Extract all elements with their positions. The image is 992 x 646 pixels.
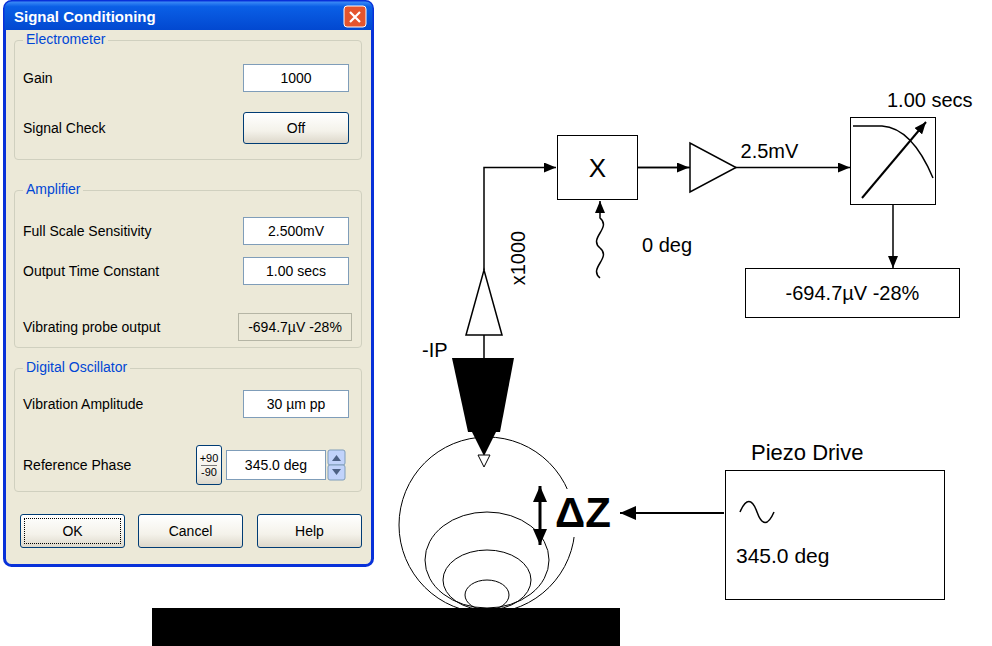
signal-label: -IP bbox=[420, 338, 450, 362]
time-constant: 1.00 secs bbox=[887, 88, 973, 112]
probe-body bbox=[452, 358, 514, 432]
push-button: Help bbox=[257, 514, 362, 548]
sine-symbol bbox=[740, 502, 774, 523]
window-title: Signal Conditioning bbox=[14, 8, 156, 25]
group-box: ElectrometerGainSignal Check1000Off bbox=[14, 40, 362, 160]
field-line bbox=[465, 580, 509, 610]
title-bar bbox=[5, 2, 373, 31]
output-box: -694.7µV -28% bbox=[745, 268, 960, 318]
value-field: 2.500mV bbox=[243, 217, 349, 245]
value-field: 345.0 deg bbox=[226, 450, 326, 480]
readonly-field: -694.7µV -28% bbox=[238, 313, 352, 341]
field-label: Reference Phase bbox=[23, 457, 131, 474]
node-text: 30 µm pp bbox=[267, 396, 326, 413]
field-label: Vibrating probe output bbox=[23, 319, 161, 336]
field-label: Gain bbox=[23, 70, 53, 87]
value-field: 1000 bbox=[243, 64, 349, 92]
group-heading: Amplifier bbox=[23, 181, 83, 198]
multiplier-symbol: X bbox=[589, 153, 606, 183]
field-label: Output Time Constant bbox=[23, 263, 159, 280]
amplifier-symbol bbox=[466, 270, 502, 335]
close-button bbox=[344, 6, 366, 27]
wire bbox=[638, 167, 689, 169]
group-heading: Electrometer bbox=[23, 31, 108, 48]
close-cross bbox=[350, 12, 360, 22]
signal-connector bbox=[892, 205, 894, 268]
vibration-arrow bbox=[539, 486, 542, 545]
displacement-label: ΔZ bbox=[553, 489, 613, 537]
phase-value: 345.0 deg bbox=[736, 543, 829, 568]
dialog-frame bbox=[5, 2, 373, 566]
spin-down bbox=[328, 465, 345, 480]
spin-up bbox=[328, 450, 345, 465]
piezo-drive-box: Piezo Drive345.0 deg bbox=[725, 470, 945, 600]
value-field: 30 µm pp bbox=[243, 390, 349, 418]
probe-neck bbox=[472, 432, 496, 456]
filter-adjust-arrow bbox=[862, 122, 926, 198]
node-text: OK bbox=[62, 523, 82, 540]
node-text: Off bbox=[287, 120, 305, 137]
value-field: 1.00 secs bbox=[243, 257, 349, 285]
sample-surface bbox=[152, 608, 620, 646]
field-line bbox=[425, 512, 549, 608]
spin-down-glyph bbox=[332, 469, 341, 475]
dialog-window: Signal ConditioningElectrometerGainSigna… bbox=[5, 2, 372, 565]
gain-label: x1000 bbox=[506, 229, 530, 288]
signal-level-label: 2.5mV bbox=[739, 139, 801, 163]
probe-tip bbox=[478, 455, 490, 467]
signal-connector bbox=[638, 167, 850, 169]
signal-label: 0 deg bbox=[640, 233, 694, 257]
spin-up-glyph bbox=[332, 455, 341, 461]
node-text: Cancel bbox=[169, 523, 213, 540]
group-box: Digital OscillatorVibration AmplitudeRef… bbox=[14, 368, 362, 492]
push-button: OK bbox=[20, 514, 125, 548]
wire bbox=[483, 335, 485, 358]
push-button: Off bbox=[243, 112, 349, 144]
node-text: 345.0 deg bbox=[245, 457, 307, 474]
step-label: +90 bbox=[200, 452, 219, 465]
node-text: -694.7µV -28% bbox=[248, 319, 342, 336]
node-text: 1000 bbox=[280, 70, 311, 87]
reference-signal bbox=[597, 201, 604, 278]
field-label: Full Scale Sensitivity bbox=[23, 223, 151, 240]
filter-box: 1.00 secs bbox=[850, 117, 936, 205]
output-value: -694.7µV -28% bbox=[786, 281, 920, 305]
node-text: Help bbox=[295, 523, 324, 540]
node-text: 2.500mV bbox=[268, 223, 324, 240]
field-line bbox=[443, 550, 531, 610]
drive-arrow bbox=[620, 512, 724, 514]
node-text: 1.00 secs bbox=[266, 263, 326, 280]
amplifier-symbol bbox=[690, 143, 736, 192]
step-label: -90 bbox=[201, 465, 217, 479]
box-heading: Piezo Drive bbox=[751, 440, 863, 466]
field-label: Signal Check bbox=[23, 120, 106, 137]
phase-step-button: +90-90 bbox=[196, 445, 222, 485]
multiplier-box: X bbox=[557, 135, 638, 200]
group-heading: Digital Oscillator bbox=[23, 359, 130, 376]
group-box: AmplifierFull Scale SensitivityOutput Ti… bbox=[14, 190, 362, 348]
filter-curve bbox=[853, 126, 933, 178]
field-label: Vibration Amplitude bbox=[23, 396, 143, 413]
push-button: Cancel bbox=[138, 514, 243, 548]
field-line bbox=[399, 437, 575, 613]
